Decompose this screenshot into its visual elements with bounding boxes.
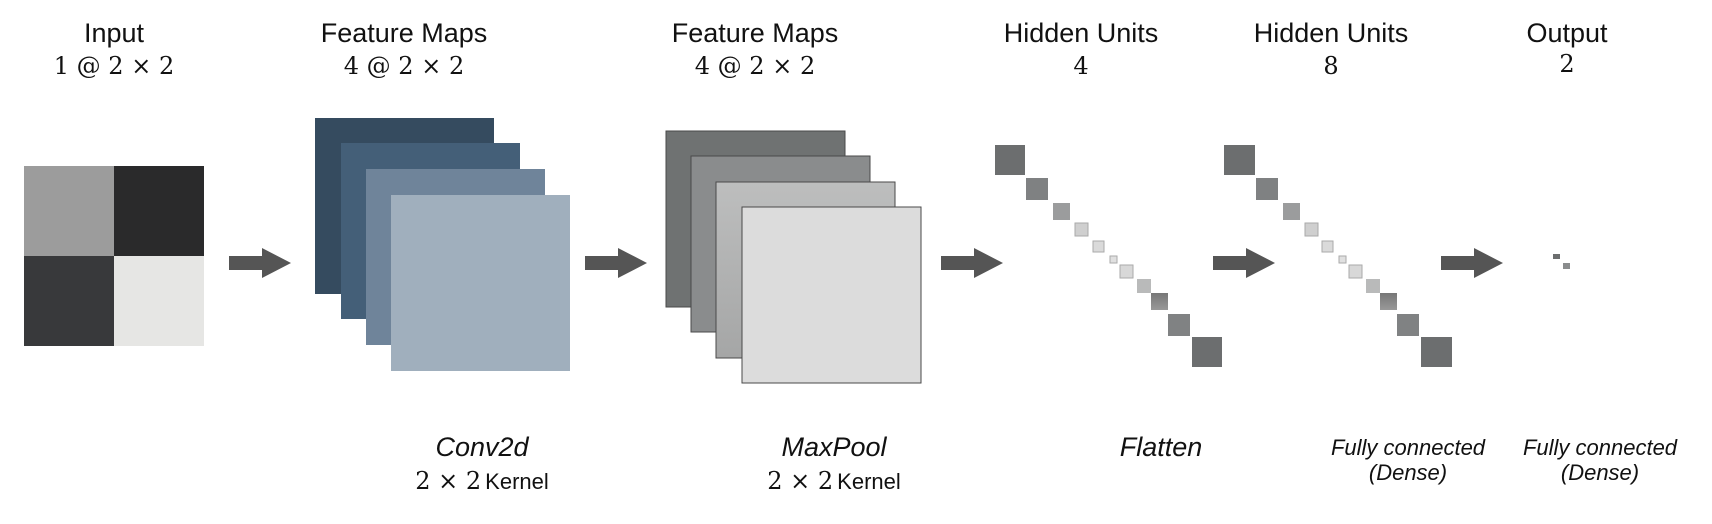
hidden2-unit bbox=[1338, 255, 1347, 264]
hidden1-unit bbox=[995, 145, 1025, 175]
layer-title-pool: Feature Maps bbox=[671, 18, 839, 48]
op-label-dense1-line2: (Dense) bbox=[1368, 460, 1448, 485]
layer-shape-hidden2: 8 bbox=[1323, 52, 1339, 80]
hidden2-unit bbox=[1304, 222, 1319, 237]
layer-shape-output: 2 bbox=[1559, 50, 1575, 78]
hidden1-unit bbox=[1074, 222, 1089, 237]
op-kernel-maxpool: 2 × 2 Kernel bbox=[767, 467, 901, 499]
hidden2-unit bbox=[1283, 203, 1300, 220]
op-label-dense2-line1: Fully connected bbox=[1522, 435, 1678, 460]
arrow-hidden2-to-output bbox=[1441, 248, 1503, 278]
pool-feature-maps bbox=[665, 130, 922, 384]
op-label-flatten: Flatten bbox=[1119, 432, 1203, 462]
hidden1-unit bbox=[1137, 279, 1151, 293]
hidden1-unit bbox=[1026, 178, 1048, 200]
layer-shape-hidden1: 4 bbox=[1073, 52, 1089, 80]
layer-shape-pool: 4 @ 2 × 2 bbox=[694, 52, 816, 80]
hidden2-unit bbox=[1348, 264, 1363, 279]
input-cell-top-left bbox=[24, 166, 114, 256]
hidden1-unit bbox=[1192, 337, 1222, 367]
arrow-pool-to-hidden1 bbox=[941, 248, 1003, 278]
arrow-conv-to-pool bbox=[585, 248, 647, 278]
layer-shape-conv: 4 @ 2 × 2 bbox=[343, 52, 465, 80]
layer-title-conv: Feature Maps bbox=[320, 18, 488, 48]
op-kernel-conv2d: 2 × 2 Kernel bbox=[415, 467, 549, 499]
layer-title-hidden2: Hidden Units bbox=[1253, 18, 1409, 48]
conv-feature-maps bbox=[315, 118, 570, 371]
hidden2-unit bbox=[1366, 279, 1380, 293]
hidden1-unit bbox=[1168, 314, 1190, 336]
output-units bbox=[1553, 254, 1570, 269]
input-cell-bottom-right bbox=[114, 256, 204, 346]
hidden1-unit bbox=[1151, 293, 1168, 310]
pool-feature-map-4 bbox=[741, 206, 922, 384]
input-grid bbox=[24, 166, 204, 346]
output-unit bbox=[1553, 254, 1560, 259]
kernel-size: 2 × 2 bbox=[767, 467, 834, 495]
hidden2-unit bbox=[1321, 240, 1334, 253]
kernel-word: Kernel bbox=[837, 469, 901, 494]
hidden2-unit bbox=[1421, 337, 1452, 367]
hidden2-unit bbox=[1380, 293, 1397, 310]
output-unit bbox=[1563, 263, 1570, 269]
conv-feature-map-4 bbox=[391, 195, 570, 371]
arrow-hidden1-to-hidden2 bbox=[1213, 248, 1275, 278]
hidden-units-2 bbox=[1224, 145, 1452, 367]
kernel-word: Kernel bbox=[485, 469, 549, 494]
hidden2-unit bbox=[1397, 314, 1419, 336]
hidden1-unit bbox=[1109, 255, 1118, 264]
hidden2-unit bbox=[1256, 178, 1278, 200]
hidden-units-1 bbox=[995, 145, 1222, 367]
hidden1-unit bbox=[1092, 240, 1105, 253]
op-label-dense2-line2: (Dense) bbox=[1560, 460, 1640, 485]
layer-shape-input: 1 @ 2 × 2 bbox=[53, 52, 175, 80]
layer-title-output: Output bbox=[1526, 18, 1608, 48]
kernel-size: 2 × 2 bbox=[415, 467, 482, 495]
hidden1-unit bbox=[1119, 264, 1134, 279]
hidden1-unit bbox=[1053, 203, 1070, 220]
hidden2-unit bbox=[1224, 145, 1255, 175]
layer-title-hidden1: Hidden Units bbox=[1003, 18, 1159, 48]
op-label-dense1-line1: Fully connected bbox=[1330, 435, 1486, 460]
layer-title-input: Input bbox=[83, 18, 145, 48]
input-cell-bottom-left bbox=[24, 256, 114, 346]
input-cell-top-right bbox=[114, 166, 204, 256]
arrow-input-to-conv bbox=[229, 248, 291, 278]
op-label-maxpool: MaxPool bbox=[781, 432, 887, 462]
op-label-conv2d: Conv2d bbox=[435, 432, 529, 462]
